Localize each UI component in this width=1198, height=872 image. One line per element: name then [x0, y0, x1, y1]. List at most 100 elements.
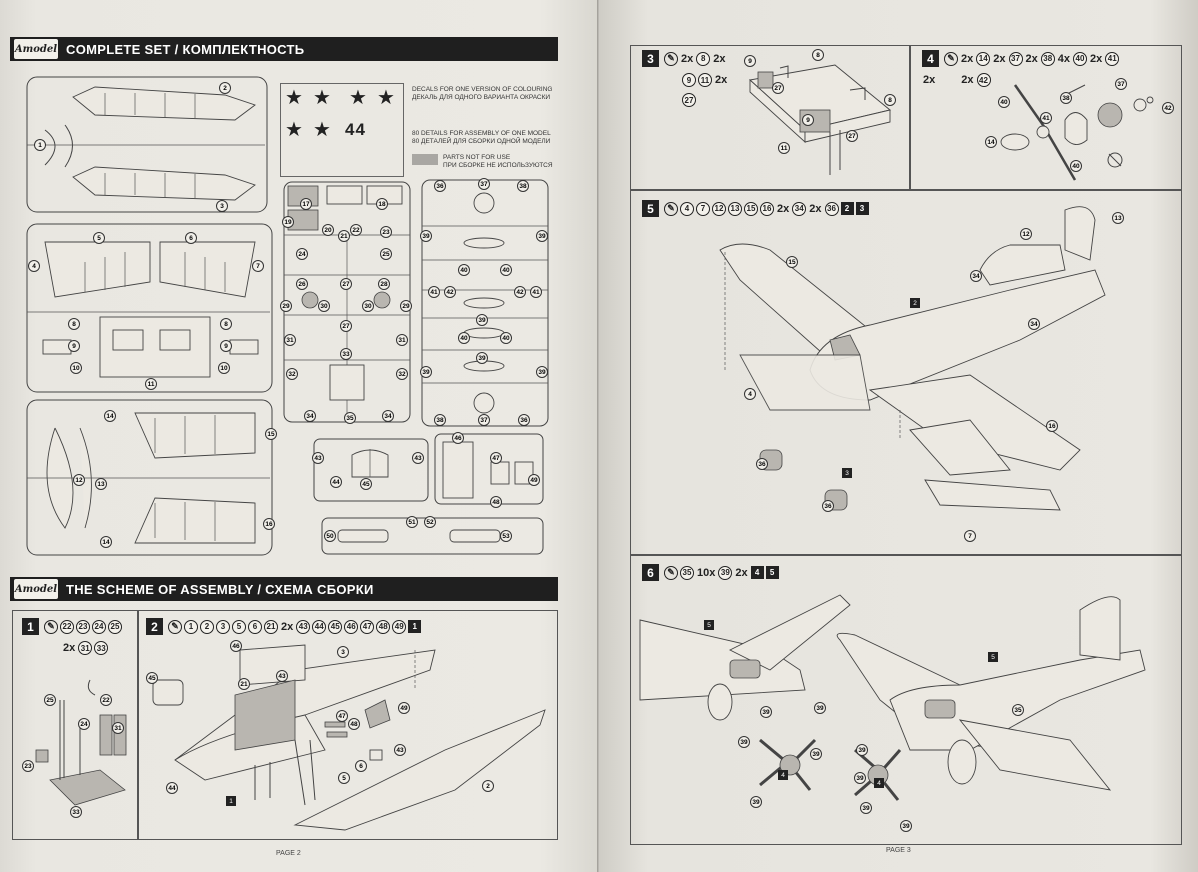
multiplier: 2x	[777, 202, 790, 215]
part-ref: 7	[696, 201, 710, 216]
part-13-label: 13	[95, 478, 107, 490]
part-25-label: 25	[380, 248, 392, 260]
part-36-label: 36	[518, 414, 530, 426]
subassembly-ref: 4	[750, 566, 764, 579]
part-ref: 21	[264, 619, 278, 634]
part-15-label: 15	[265, 428, 277, 440]
part-12-label: 12	[73, 474, 85, 486]
part-37-label: 37	[478, 414, 490, 426]
part-40-label: 40	[458, 264, 470, 276]
part-38-label: 38	[434, 414, 446, 426]
step-2-diagram	[152, 644, 546, 831]
right-page: 3 ✎ 2x 8 2x 9 11 2x 27 9 8 27 8 9 27 11 …	[600, 0, 1198, 872]
glue-icon: ✎	[168, 619, 182, 634]
sprue-wing-center	[26, 223, 273, 393]
part-ref: 4	[680, 201, 694, 216]
multiplier: 2x	[1090, 52, 1103, 65]
part-34-label: 34	[1028, 318, 1040, 330]
part-4-label: 4	[744, 388, 756, 400]
part-19-label: 19	[282, 216, 294, 228]
part-33-label: 33	[340, 348, 352, 360]
decal-star-icon: ★	[313, 119, 331, 141]
part-39-label: 39	[536, 366, 548, 378]
part-3-label: 3	[216, 200, 228, 212]
part-ref: 11	[698, 73, 712, 87]
scheme-title: THE SCHEME OF ASSEMBLY / СХЕМА СБОРКИ	[66, 581, 374, 597]
part-30-label: 30	[318, 300, 330, 312]
part-41-label: 41	[530, 286, 542, 298]
scheme-header: Amodel THE SCHEME OF ASSEMBLY / СХЕМА СБ…	[10, 577, 558, 601]
part-17-label: 17	[300, 198, 312, 210]
part-39-label: 39	[476, 352, 488, 364]
part-40-label: 40	[458, 332, 470, 344]
multiplier: 2x	[809, 202, 822, 215]
multiplier: 2x	[1025, 52, 1038, 65]
part-33-label: 33	[70, 806, 82, 818]
sprue-canopy	[313, 438, 429, 502]
part-47-label: 47	[490, 452, 502, 464]
part-27-label: 27	[340, 278, 352, 290]
part-46-label: 46	[452, 432, 464, 444]
step-number: 4	[922, 50, 939, 67]
complete-set-header: Amodel COMPLETE SET / КОМПЛЕКТНОСТЬ	[10, 37, 558, 61]
part-40-label: 40	[998, 96, 1010, 108]
sprue-fuselage	[26, 76, 268, 213]
part-31-label: 31	[396, 334, 408, 346]
part-39-label: 39	[810, 748, 822, 760]
step-5-frame	[630, 190, 1182, 555]
step-number: 2	[146, 618, 163, 635]
part-ref: 27	[682, 93, 696, 107]
step-4-frame	[910, 45, 1182, 190]
decal-star-icon: ★	[349, 87, 367, 109]
part-8-label: 8	[812, 49, 824, 61]
part-5-label: 5	[338, 772, 350, 784]
page-number: PAGE 3	[886, 847, 911, 854]
part-6-label: 6	[185, 232, 197, 244]
part-11-label: 11	[778, 142, 790, 154]
subassembly-3-marker: 3	[842, 468, 852, 478]
part-45-label: 45	[360, 478, 372, 490]
part-49-label: 49	[528, 474, 540, 486]
sprue-small-parts-a	[283, 181, 411, 423]
part-14-label: 14	[100, 536, 112, 548]
multiplier: 2x	[63, 642, 76, 654]
multiplier: 2x	[993, 52, 1006, 65]
part-39-label: 39	[856, 744, 868, 756]
part-8-label: 8	[68, 318, 80, 330]
part-10-label: 10	[70, 362, 82, 374]
part-31-label: 31	[284, 334, 296, 346]
sprue-tail	[26, 399, 273, 556]
part-49-label: 49	[398, 702, 410, 714]
part-14-label: 14	[104, 410, 116, 422]
part-45-label: 45	[146, 672, 158, 684]
part-29-label: 29	[280, 300, 292, 312]
step-1-frame	[12, 610, 138, 840]
part-14-label: 14	[985, 136, 997, 148]
part-8-label: 8	[220, 318, 232, 330]
step-3-header: 3 ✎ 2x 8 2x 9 11 2x 27	[642, 50, 742, 107]
decal-sheet: ★ ★ ★ ★ ★ ★ 44	[280, 83, 404, 177]
part-34-label: 34	[382, 410, 394, 422]
part-ref: 25	[108, 619, 122, 634]
multiplier: 2x	[735, 566, 748, 579]
part-ref: 2	[200, 619, 214, 634]
part-9-label: 9	[220, 340, 232, 352]
subassembly-5-marker: 5	[704, 620, 714, 630]
part-10-label: 10	[218, 362, 230, 374]
not-used-swatch	[412, 154, 438, 165]
part-38-label: 38	[517, 180, 529, 192]
complete-set-title: COMPLETE SET / КОМПЛЕКТНОСТЬ	[66, 41, 305, 57]
part-27-label: 27	[772, 82, 784, 94]
page-number: PAGE 2	[276, 850, 301, 857]
part-41-label: 41	[428, 286, 440, 298]
part-32-label: 32	[396, 368, 408, 380]
part-46-label: 46	[230, 640, 242, 652]
part-39-label: 39	[738, 736, 750, 748]
part-21-label: 21	[338, 230, 350, 242]
part-44-label: 44	[166, 782, 178, 794]
multiplier: 2x	[961, 52, 974, 65]
part-9-label: 9	[68, 340, 80, 352]
multiplier: 4x	[1057, 52, 1070, 65]
